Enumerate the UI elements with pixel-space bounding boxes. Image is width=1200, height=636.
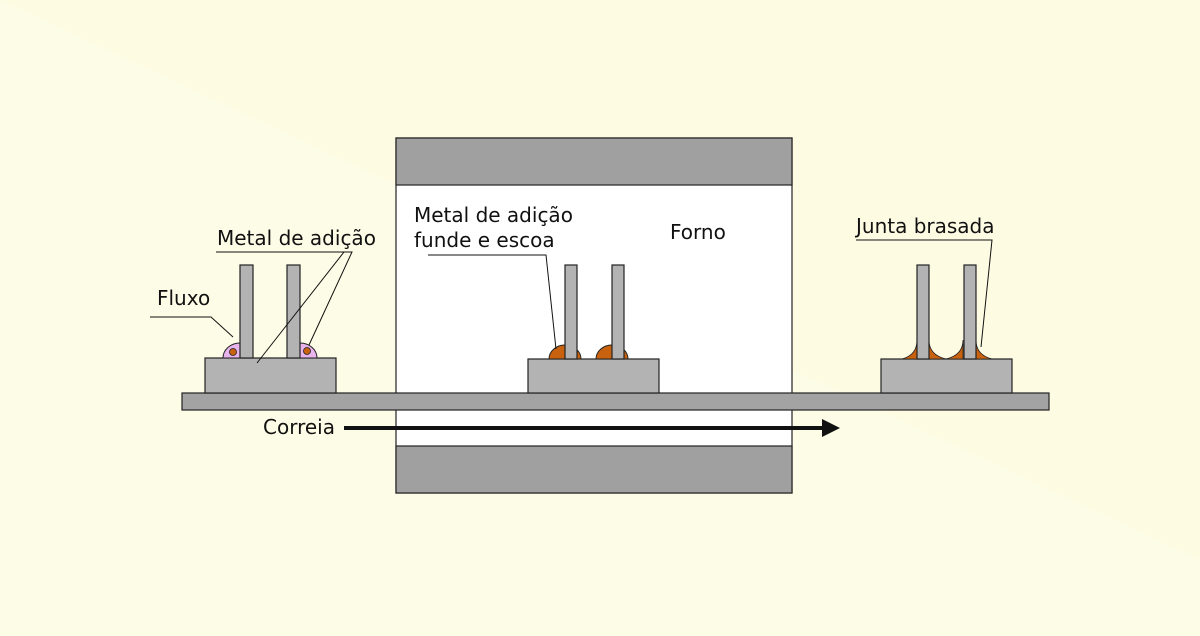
filler-wire-left [229,348,237,356]
leader-fluxo [150,316,234,338]
label-fluxo: Fluxo [157,286,210,310]
leader-metal-funde [428,254,557,350]
brazed-fillet-middle [928,339,964,360]
belt-direction-arrowhead [822,419,840,437]
vertical-tube-right [286,264,301,359]
furnace-chamber [395,137,793,494]
part-before-furnace [204,264,337,394]
vertical-tube-right [611,264,625,360]
vertical-tube-right [963,264,977,360]
leader-metal-adicao-right [216,251,353,346]
label-junta-brasada: Junta brasada [854,214,995,238]
vertical-tube-left [564,264,578,360]
label-forno: Forno [670,220,726,244]
conveyor-belt [181,392,1050,411]
leader-junta-brasada [856,239,993,348]
label-correia: Correia [263,415,335,439]
part-inside-furnace [527,264,660,394]
vertical-tube-left [239,264,254,359]
base-plate [880,358,1013,394]
label-metal-funde-line2: funde e escoa [414,228,555,252]
label-metal-adicao: Metal de adição [217,226,376,250]
furnace-bottom-wall [395,445,793,494]
vertical-tube-left [916,264,930,360]
base-plate [204,357,337,394]
filler-wire-right [303,347,311,355]
leader-lines [150,239,993,364]
furnace-top-wall [395,137,793,186]
part-after-furnace [880,264,1013,394]
base-plate [527,358,660,394]
label-metal-funde-line1: Metal de adição [414,203,573,227]
furnace [395,137,793,494]
leader-metal-adicao-cross [256,251,345,364]
